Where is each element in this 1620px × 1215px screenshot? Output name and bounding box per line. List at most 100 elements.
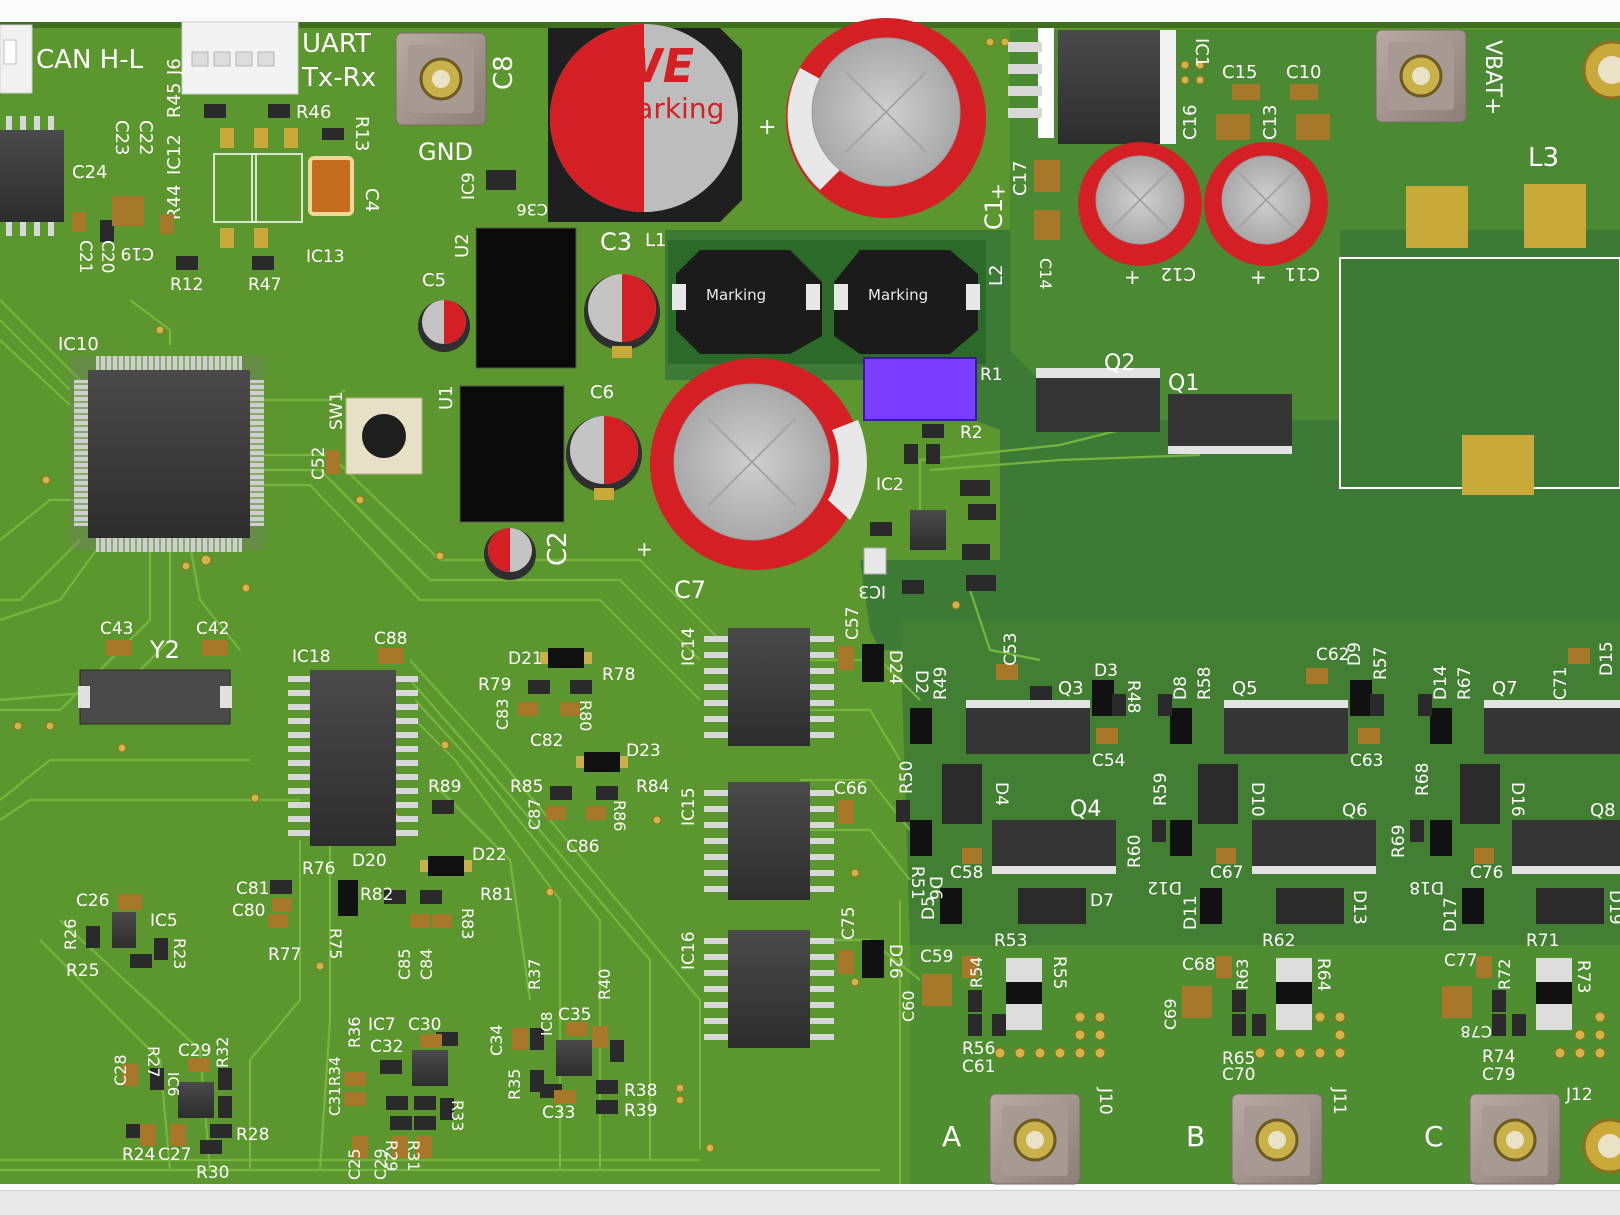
- label-c14: C14: [1036, 258, 1055, 290]
- gnd-terminal: [395, 32, 487, 126]
- plus-c-top: +: [758, 115, 776, 140]
- label-ic16: IC16: [679, 931, 699, 970]
- label-r40: R40: [595, 969, 614, 1000]
- label-l2: L2: [986, 265, 1007, 286]
- capacitor-c6: [566, 416, 642, 500]
- label-c85: C85: [395, 948, 414, 980]
- label-c5: C5: [422, 270, 446, 291]
- label-d21: D21: [508, 649, 543, 669]
- label-c60: C60: [899, 990, 918, 1022]
- label-ic12: IC12: [164, 134, 185, 175]
- half-bridge-c: [1460, 700, 1620, 1030]
- plus-c11: +: [1250, 265, 1267, 289]
- label-r83: R83: [458, 908, 477, 939]
- ic16: [704, 930, 834, 1048]
- phase-b-terminal: [1231, 1093, 1323, 1185]
- label-c1: C1: [980, 198, 1008, 230]
- plus-c7: +: [636, 537, 653, 561]
- label-c3: C3: [600, 228, 632, 256]
- ic1-regulator: [1008, 28, 1176, 144]
- label-c66: C66: [834, 779, 868, 799]
- label-d4: D4: [991, 782, 1011, 806]
- label-c59: C59: [920, 947, 954, 967]
- label-r75: R75: [326, 928, 345, 959]
- capacitor-c3: [584, 274, 660, 358]
- label-d15: D15: [1597, 641, 1617, 676]
- ic18: [288, 670, 418, 846]
- phase-a-label: A: [942, 1120, 961, 1153]
- label-c61: C61: [962, 1057, 996, 1077]
- label-d19: D19: [1605, 890, 1620, 925]
- label-r82: R82: [360, 885, 393, 905]
- label-q5: Q5: [1232, 678, 1258, 699]
- inductor-l2: Marking Marking: [668, 240, 986, 364]
- label-c42: C42: [196, 619, 230, 639]
- phase-b-label: B: [1186, 1120, 1205, 1153]
- switch-sw1[interactable]: [345, 397, 423, 475]
- label-c53: C53: [1001, 632, 1021, 666]
- label-c80: C80: [232, 901, 266, 921]
- label-c70: C70: [1222, 1065, 1256, 1085]
- label-r58: R58: [1195, 667, 1215, 700]
- vias: [13, 37, 1606, 1153]
- uart-label: UART: [302, 29, 371, 59]
- label-r25: R25: [66, 961, 99, 981]
- label-c83: C83: [493, 698, 512, 730]
- crystal-y2: [79, 669, 231, 725]
- mosfet-q2: [1036, 368, 1160, 432]
- l2a-marking: Marking: [706, 286, 766, 304]
- label-r12: R12: [170, 275, 203, 295]
- label-r73: R73: [1573, 960, 1593, 993]
- label-c52: C52: [309, 446, 329, 480]
- label-r89: R89: [428, 777, 461, 797]
- ic10-mcu: [70, 356, 264, 552]
- label-c30: C30: [408, 1015, 442, 1035]
- label-d8: D8: [1171, 676, 1191, 700]
- label-q3: Q3: [1058, 678, 1084, 699]
- plus-c12: +: [1124, 265, 1141, 289]
- label-c15: C15: [1222, 62, 1257, 83]
- label-r72: R72: [1495, 959, 1514, 990]
- label-r33: R33: [448, 1100, 467, 1131]
- label-ic6: IC6: [164, 1072, 182, 1096]
- label-r81: R81: [480, 885, 513, 905]
- plus-c1: +: [990, 179, 1007, 203]
- label-d6: D6: [925, 876, 945, 900]
- capacitor-top-large: [786, 18, 986, 218]
- label-c29b: C29: [371, 1148, 390, 1180]
- label-d2: D2: [911, 670, 931, 694]
- u1-module: [459, 385, 565, 523]
- label-r29: R29: [382, 1140, 401, 1171]
- label-ic14: IC14: [679, 627, 699, 666]
- label-c19: C19: [120, 243, 154, 263]
- label-c86: C86: [566, 837, 600, 857]
- label-d22: D22: [472, 845, 507, 865]
- label-c43: C43: [100, 619, 134, 639]
- label-c62: C62: [1316, 645, 1350, 665]
- label-q4: Q4: [1070, 797, 1101, 822]
- label-r64: R64: [1313, 958, 1333, 991]
- label-sw1: SW1: [327, 392, 347, 430]
- label-d16: D16: [1507, 782, 1527, 817]
- label-ic13: IC13: [306, 247, 345, 267]
- label-r38: R38: [624, 1081, 657, 1101]
- label-c81: C81: [236, 879, 270, 899]
- label-r54: R54: [967, 957, 986, 988]
- label-q6: Q6: [1342, 800, 1368, 821]
- label-r35: R35: [505, 1069, 524, 1100]
- label-d12: D12: [1147, 877, 1182, 897]
- label-c13: C13: [1260, 105, 1281, 140]
- label-r71: R71: [1526, 931, 1559, 951]
- label-d24: D24: [885, 650, 905, 685]
- l1-marking: Marking: [612, 92, 724, 125]
- label-r46: R46: [296, 102, 331, 123]
- label-c76: C76: [1470, 863, 1504, 883]
- label-r31: R31: [404, 1140, 423, 1171]
- label-c12: C12: [1161, 263, 1196, 284]
- label-c82: C82: [530, 731, 564, 751]
- label-r59: R59: [1151, 773, 1171, 806]
- label-r34: R34: [326, 1056, 344, 1086]
- ic14: [704, 628, 834, 746]
- label-d9: D9: [1345, 642, 1365, 666]
